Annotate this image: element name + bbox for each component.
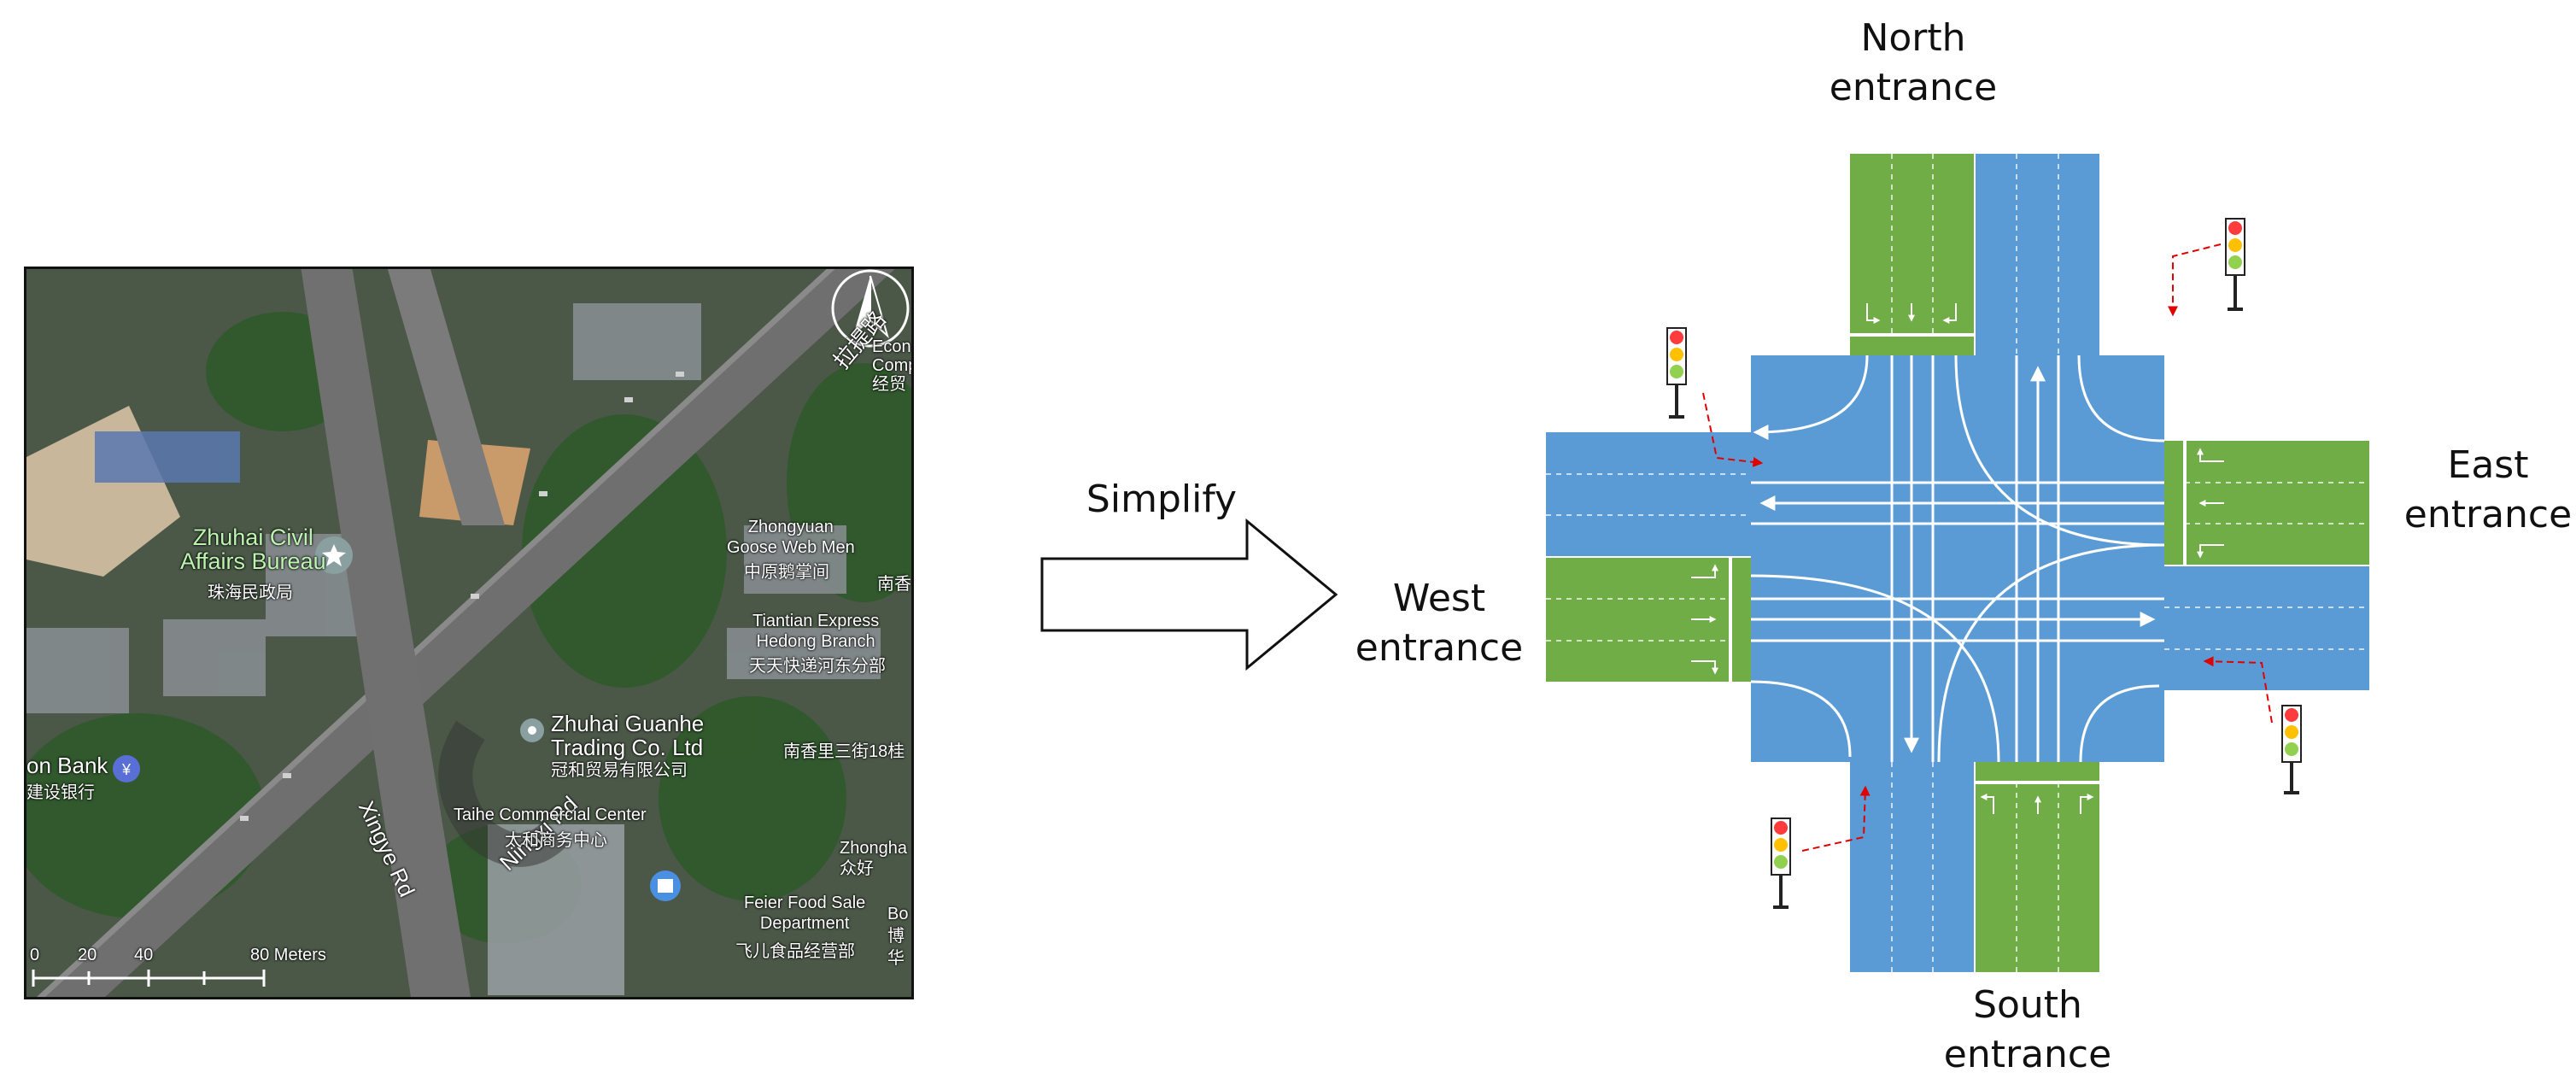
intersection-center	[1751, 355, 2164, 762]
econ-label: Econ Compr 经贸	[872, 337, 911, 394]
simplify-label: Simplify	[1086, 478, 1238, 521]
north-inbound-lanes	[1850, 154, 1975, 355]
east-outbound-lanes	[2164, 566, 2369, 690]
bo-label: Bo 博华	[887, 905, 909, 968]
scale-tick-40: 40	[134, 946, 154, 964]
intersection-diagram	[1546, 154, 2369, 972]
nanxiang-street-label: 南香里三街18桂	[783, 742, 905, 761]
traffic-light-icon-east	[2281, 705, 2302, 794]
traffic-light-icon-south	[1771, 818, 1791, 909]
compass-icon	[831, 269, 910, 348]
east-entrance-label: East entrance	[2403, 443, 2573, 536]
map-imagery: ¥	[26, 269, 911, 997]
scale-bar	[32, 970, 266, 987]
poi-civil-icon	[315, 536, 353, 574]
west-arm	[1546, 432, 1751, 682]
nanxiang-label: 南香	[877, 575, 911, 594]
zhongyuan-cn-label: 中原鹅掌间	[744, 563, 829, 582]
traffic-light-icon-west	[1666, 327, 1687, 419]
west-entrance-label: West entrance	[1355, 577, 1524, 670]
satellite-map: ¥ Zhuhai Civil Affairs Bureau 珠海民政局 Xing…	[24, 267, 914, 999]
scale-tick-0: 0	[30, 946, 40, 964]
taihe-cn-label: 太和商务中心	[505, 831, 607, 850]
north-outbound-lanes	[1975, 154, 2099, 355]
simplify-arrow-icon	[1040, 518, 1338, 671]
bank-cn-label: 建设银行	[26, 783, 95, 802]
south-inbound-lanes	[1975, 762, 2099, 972]
east-arm	[2164, 441, 2369, 690]
west-outbound-lanes	[1546, 432, 1751, 557]
north-arm	[1850, 154, 2099, 355]
tiantian-cn-label: 天天快递河东分部	[749, 657, 886, 676]
zhongyuan-label: Zhongyuan Goose Web Men	[727, 518, 855, 557]
poi-taihe-icon	[650, 870, 681, 901]
guanhe-label: Zhuhai Guanhe Trading Co. Ltd	[551, 711, 705, 760]
tiantian-label: Tiantian Express Hedong Branch	[752, 612, 880, 651]
feier-label: Feier Food Sale Department	[744, 894, 866, 933]
south-entrance-label: South entrance	[1943, 983, 2112, 1076]
scale-tick-80: 80 Meters	[250, 946, 326, 964]
poi-bank-icon: ¥	[113, 755, 140, 782]
south-arm	[1850, 762, 2099, 972]
feier-cn-label: 飞儿食品经营部	[735, 942, 855, 961]
east-inbound-lanes	[2164, 441, 2369, 566]
guanhe-cn-label: 冠和贸易有限公司	[551, 761, 688, 780]
turning-paths	[1750, 355, 2165, 763]
civil-affairs-label: Zhuhai Civil Affairs Bureau	[180, 524, 326, 574]
civil-affairs-cn-label: 珠海民政局	[208, 583, 293, 602]
svg-text:¥: ¥	[121, 761, 132, 778]
west-inbound-lanes	[1546, 557, 1751, 682]
poi-guanhe-icon	[520, 718, 544, 742]
traffic-light-icon-north	[2225, 218, 2245, 311]
north-entrance-label: North entrance	[1829, 16, 1998, 109]
scale-tick-20: 20	[78, 946, 97, 964]
taihe-label: Taihe Commercial Center	[454, 806, 647, 824]
south-outbound-lanes	[1850, 762, 1975, 972]
bank-label: on Bank	[26, 753, 108, 778]
zhongha-label: Zhongha 众好	[840, 839, 907, 878]
